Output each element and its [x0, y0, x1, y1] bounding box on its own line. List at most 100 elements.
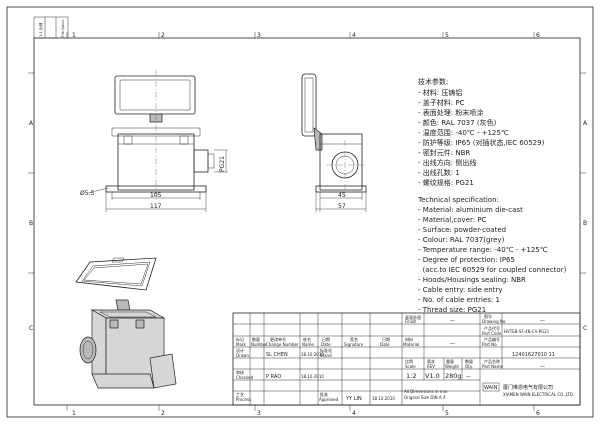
tb-process-cn: 工艺 [236, 392, 244, 397]
tb-weight-en: Weight [445, 364, 459, 369]
tb-scale-en: Scale [405, 364, 416, 369]
tb-drawn-cn: 设计 [236, 347, 244, 353]
spec-en-line-5: - Degree of protection: IP65 [418, 256, 515, 264]
spec-cn-line-8: - 出线孔数: 1 [418, 168, 460, 177]
tb-name-cn: 姓名 [303, 336, 311, 342]
tb-weight-val: 280g [445, 372, 462, 380]
tb-approved-date: 18.10.2010 [372, 396, 395, 401]
spec-en-line-1: - Material,cover: PC [418, 216, 487, 224]
spec-en-line-6: (acc.to IEC 60529 for coupled connector) [418, 266, 567, 274]
corner-stamp: 1:1 比例 File Quick [33, 16, 69, 39]
tb-drawn-date: 18.10.2010 [301, 352, 324, 357]
col-label-1-top: 1 [72, 32, 76, 39]
dim-side-outer-depth: 57 [338, 203, 346, 210]
corner-stamp-2: File Quick [61, 19, 65, 37]
tb-part-no-en: Part No. [482, 342, 498, 347]
row-label-b-left: B [29, 220, 33, 227]
tb-stand-en: Stand [320, 353, 332, 358]
tb-finish-en: Finish [405, 319, 417, 324]
spec-cn-line-2: - 表面处理: 粉末喷涂 [418, 108, 483, 117]
tb-rev-en: REV [427, 364, 435, 369]
col-label-5-top: 5 [445, 32, 449, 39]
tb-qty-val: — [466, 374, 471, 380]
tb-qty-en: Qty. [465, 364, 473, 369]
tb-drawn-name: SL CHEN [266, 352, 288, 358]
company-logo [482, 382, 500, 392]
tb-date-en: Date [321, 342, 331, 347]
dim-front-pg: PG21 [219, 156, 226, 172]
side-latch [313, 127, 323, 151]
zone-row-markers: A B C A B C [28, 72, 588, 332]
tb-drawn-en: Drawn [236, 353, 249, 358]
spec-en-line-4: - Temperature range: -40℃ - +125℃ [418, 246, 548, 254]
tb-approved-en: Approved [319, 397, 339, 402]
tb-date2-en: Date [380, 342, 390, 347]
tb-scale-cn: 比例 [405, 358, 413, 364]
corner-stamp-1: 1:1 比例 [38, 22, 43, 37]
tb-dims-note-2: Original Size DIN A 4 [404, 395, 446, 400]
tb-number-cn: 数量 [252, 336, 260, 342]
isometric-view [75, 257, 177, 389]
col-label-6-top: 6 [536, 32, 540, 39]
spec-cn-line-3: - 颜色: RAL 7037 (灰色) [418, 118, 497, 127]
spec-en-line-2: - Surface: powder-coated [418, 226, 506, 234]
tb-material-val: — [450, 341, 455, 347]
spec-en-line-10: - Thread size: PG21 [418, 306, 486, 314]
tb-material-en: Material [403, 342, 419, 347]
tb-signature-cn: 签名 [350, 336, 358, 342]
col-label-4-top: 4 [352, 32, 356, 39]
tb-approved-name: YY LIN [345, 396, 362, 402]
front-lid [114, 75, 196, 115]
row-label-c-left: C [29, 325, 33, 332]
spec-cn-line-5: - 防护等级: IP65 (对插状态,IEC 60529) [418, 138, 545, 147]
zone-column-markers: 1 2 3 4 5 6 1 2 3 4 5 6 [66, 32, 540, 417]
col-label-5-bottom: 5 [445, 410, 449, 417]
col-label-2-bottom: 2 [161, 410, 165, 417]
iso-lid [75, 257, 157, 291]
spec-en-line-3: - Colour: RAL 7037(grey) [418, 236, 505, 244]
tb-finish-val: — [450, 318, 455, 324]
tb-checked-date: 18.10.2010 [301, 374, 324, 379]
tb-part-name-en: Part Name [482, 364, 504, 369]
spec-en-line-8: - Cable entry: side entry [418, 286, 503, 294]
tb-name-en: Name [302, 342, 314, 347]
dim-front-inner-width: 105 [150, 192, 162, 199]
tb-dims-note-1: All Dimensions in mm [404, 389, 448, 394]
tb-approved-cn: 批准 [320, 391, 328, 397]
spec-en-line-7: - Hoods/Housings sealing: NBR [418, 276, 526, 284]
tb-process-en: Process [236, 397, 251, 402]
tb-checked-name: P RAO [266, 374, 281, 380]
tb-part-no-val: 12401627010 11 [512, 352, 555, 358]
tb-company-en: XIAMEN WAIN ELECTRICAL CO.,LTD. [503, 392, 574, 397]
iso-flange [149, 353, 177, 389]
spec-cn-line-7: - 出线方向: 侧出线 [418, 158, 476, 167]
tb-weight-cn: 重量 [446, 358, 454, 364]
tb-signature-en: Signature [344, 342, 364, 347]
row-label-a-left: A [29, 120, 34, 127]
row-label-c-right: C [583, 325, 587, 332]
iso-latch [115, 299, 131, 311]
side-flange [315, 185, 367, 193]
spec-en-line-0: - Material: aluminium die-cast [418, 206, 523, 214]
tb-qty-cn: 数量 [465, 358, 473, 364]
tb-date-cn: 日期 [322, 336, 330, 342]
spec-cn-line-9: - 螺纹规格: PG21 [418, 178, 474, 187]
tb-finish-cn: 表面处理 [405, 314, 421, 320]
row-label-a-right: A [583, 120, 588, 127]
col-label-6-bottom: 6 [536, 410, 540, 417]
dim-front-outer-width: 117 [150, 203, 162, 210]
spec-en-heading: Technical specification: [417, 196, 499, 204]
iso-pg-gland [79, 336, 97, 364]
tb-stand-cn: 标准化 [320, 347, 332, 353]
dim-side-inner-depth: 45 [338, 192, 346, 199]
outer-frame [6, 6, 594, 418]
tb-part-name-cn: 产品名称 [484, 358, 500, 364]
tb-mark-en: Mark [236, 342, 247, 347]
company-logo-text: WAIN [484, 385, 498, 391]
tb-change-cn: 更改单号 [270, 336, 286, 342]
tb-scale-val: 1:2 [406, 372, 416, 380]
tb-material-cn: 材料 [405, 336, 413, 342]
tb-part-code-val: HVTEB-SF-4B-CV-PG21 [504, 329, 550, 334]
spec-cn-line-4: - 温度范围: -40℃ - +125℃ [418, 128, 509, 137]
